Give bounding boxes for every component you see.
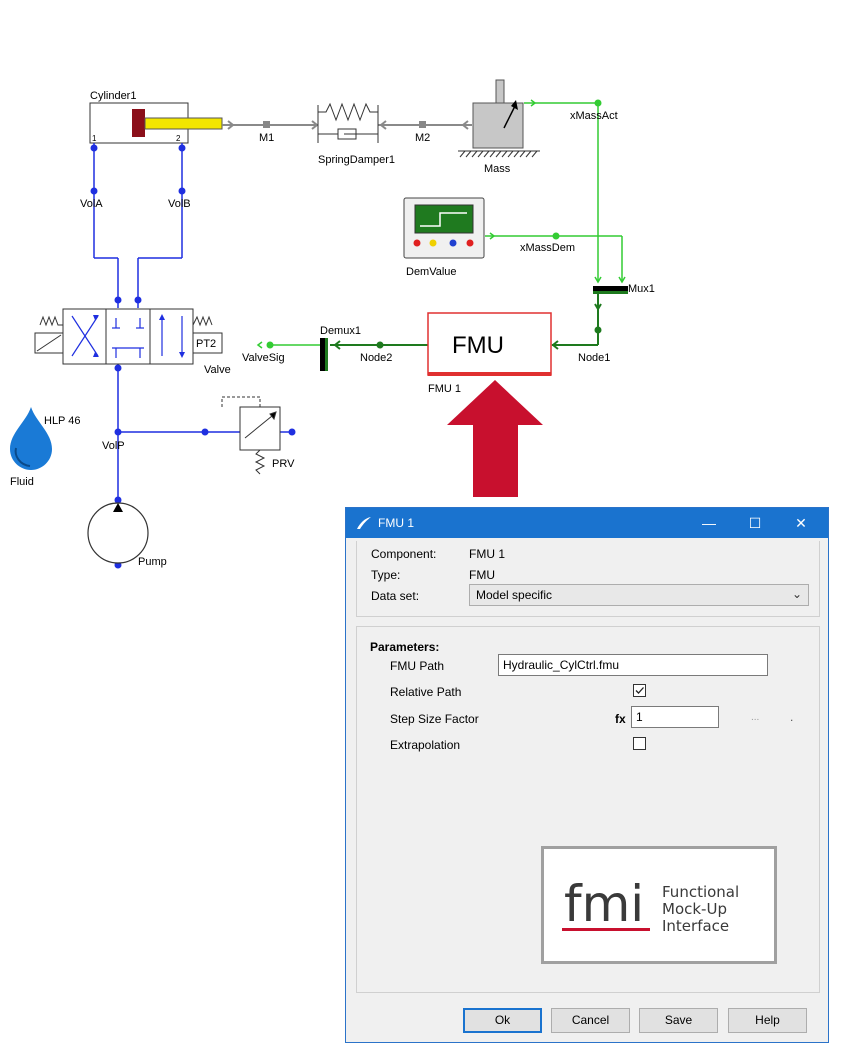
demux-component[interactable] xyxy=(320,338,328,371)
fmu-path-input[interactable] xyxy=(499,655,767,675)
fluid-label: Fluid xyxy=(10,476,34,488)
cancel-button[interactable]: Cancel xyxy=(551,1008,630,1033)
valve-label: Valve xyxy=(204,364,231,376)
fmu-dialog: FMU 1 — ☐ ✕ Component: FMU 1 Type: FMU D… xyxy=(345,507,829,1043)
cylinder-port2-label: 2 xyxy=(176,134,181,143)
fluid-type-label: HLP 46 xyxy=(44,415,81,427)
type-label: Type: xyxy=(371,568,401,582)
vol-b-label: VolB xyxy=(168,198,191,210)
prv-label: PRV xyxy=(272,458,295,470)
mass-label: Mass xyxy=(484,163,511,175)
vol-p-label: VolP xyxy=(102,440,125,452)
extrapolation-checkbox[interactable] xyxy=(633,737,646,750)
x-mass-act-node[interactable] xyxy=(594,99,602,107)
component-value: FMU 1 xyxy=(469,547,505,561)
dataset-value: Model specific xyxy=(476,588,553,602)
app-logo-icon xyxy=(357,517,371,529)
relative-path-checkbox[interactable] xyxy=(633,684,646,697)
fluid-icon[interactable] xyxy=(10,407,52,470)
minimize-button[interactable]: — xyxy=(686,508,732,538)
node2-label: Node2 xyxy=(360,352,392,364)
node2-dot[interactable] xyxy=(376,341,384,349)
prv-component[interactable] xyxy=(221,396,281,475)
fmu-block[interactable]: FMU xyxy=(427,312,552,376)
fmu-block-text: FMU xyxy=(452,332,504,359)
chevron-down-icon: ⌄ xyxy=(791,587,802,601)
m2-label: M2 xyxy=(415,132,430,144)
fmi-logo-graphic: fmi Functional Mock-Up Interface xyxy=(562,875,739,935)
valve-component[interactable]: PT2 xyxy=(34,308,223,365)
pump-label: Pump xyxy=(138,556,167,568)
vol-a-label: VolA xyxy=(80,198,103,210)
save-button[interactable]: Save xyxy=(639,1008,718,1033)
fmu-path-field[interactable] xyxy=(498,654,768,676)
checkmark-icon xyxy=(635,687,644,694)
cylinder-port1-label: 1 xyxy=(92,134,97,143)
mechanical-arrowheads xyxy=(227,120,469,130)
step-size-field[interactable] xyxy=(631,706,719,728)
close-button[interactable]: ✕ xyxy=(778,508,824,538)
m1-node[interactable] xyxy=(263,121,270,128)
maximize-icon: ☐ xyxy=(748,515,762,531)
parameters-header: Parameters: xyxy=(370,640,440,654)
fmu-signal-arrowheads xyxy=(333,303,602,350)
step-size-label: Step Size Factor xyxy=(390,712,479,726)
type-value: FMU xyxy=(469,568,495,582)
fmi-line1: Functional xyxy=(662,883,739,901)
hydraulic-nodes xyxy=(90,144,296,569)
extrapolation-label: Extrapolation xyxy=(390,738,461,752)
mass-component[interactable]: Mass xyxy=(458,79,540,175)
dem-value-component[interactable] xyxy=(403,197,485,259)
dataset-select[interactable]: Model specific ⌄ xyxy=(469,584,809,606)
maximize-button[interactable]: ☐ xyxy=(732,508,778,538)
node1-dot[interactable] xyxy=(594,326,602,334)
x-mass-act-label: xMassAct xyxy=(570,110,618,122)
fmi-line2: Mock-Up xyxy=(662,900,727,918)
x-mass-dem-node[interactable] xyxy=(552,232,560,240)
fmi-line3: Interface xyxy=(662,917,729,935)
step-size-input[interactable] xyxy=(632,707,718,727)
valve-sig-node[interactable] xyxy=(266,341,274,349)
component-label: Component: xyxy=(371,547,437,561)
ok-button[interactable]: Ok xyxy=(463,1008,542,1033)
node1-label: Node1 xyxy=(578,352,610,364)
fmi-logo: fmi Functional Mock-Up Interface xyxy=(541,846,777,964)
pointer-arrow xyxy=(447,380,543,497)
pt2-label: PT2 xyxy=(196,338,216,350)
ellipsis-button[interactable]: ... xyxy=(751,712,760,723)
dem-value-label: DemValue xyxy=(406,266,457,278)
m1-label: M1 xyxy=(259,132,274,144)
cylinder-label: Cylinder1 xyxy=(90,90,136,102)
minimize-icon: — xyxy=(702,515,716,531)
dialog-titlebar[interactable]: FMU 1 — ☐ ✕ xyxy=(346,508,828,538)
spring-damper-label: SpringDamper1 xyxy=(318,154,395,166)
close-icon: ✕ xyxy=(795,515,807,531)
help-button[interactable]: Help xyxy=(728,1008,807,1033)
m2-node[interactable] xyxy=(419,121,426,128)
spring-damper-component[interactable] xyxy=(317,102,379,143)
mux-component[interactable] xyxy=(593,286,628,294)
dataset-label: Data set: xyxy=(371,589,420,603)
relative-path-label: Relative Path xyxy=(390,685,462,699)
valve-sig-label: ValveSig xyxy=(242,352,285,364)
pump-component[interactable] xyxy=(87,502,149,564)
fx-icon[interactable]: fx xyxy=(615,712,626,726)
signal-arrowheads xyxy=(256,99,626,349)
demux-label: Demux1 xyxy=(320,325,361,337)
x-mass-dem-label: xMassDem xyxy=(520,242,575,254)
fmu-name-label: FMU 1 xyxy=(428,383,461,395)
fmu-path-label: FMU Path xyxy=(390,659,445,673)
fmi-mark: fmi xyxy=(564,875,644,933)
unit-marker: . xyxy=(790,710,794,724)
dialog-title: FMU 1 xyxy=(378,516,414,530)
mux-label: Mux1 xyxy=(628,283,655,295)
cylinder-component[interactable]: Cylinder1 1 2 xyxy=(89,90,223,144)
